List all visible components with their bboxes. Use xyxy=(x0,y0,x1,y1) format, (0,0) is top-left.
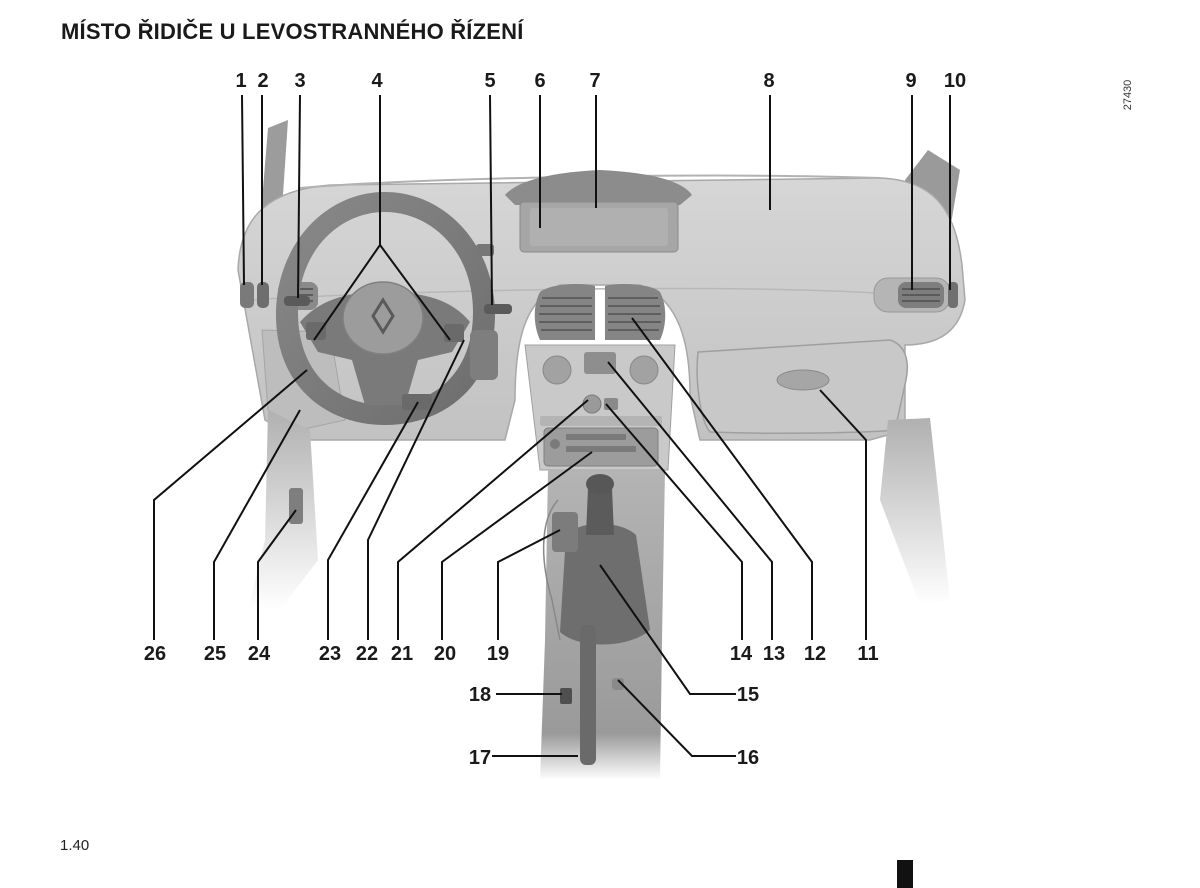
brand-logo-icon xyxy=(371,297,395,335)
callout-22: 22 xyxy=(356,643,378,665)
callout-lines xyxy=(153,94,951,757)
left-side-vent xyxy=(240,282,254,308)
heating-knob-right xyxy=(629,355,659,385)
storage-box xyxy=(552,512,578,552)
callout-6: 6 xyxy=(534,70,545,92)
callout-14: 14 xyxy=(730,643,753,665)
callout-18: 18 xyxy=(469,684,491,706)
left-wheel-buttons xyxy=(306,322,326,340)
callout-24: 24 xyxy=(248,643,271,665)
callout-15: 15 xyxy=(737,684,759,706)
steering-wheel xyxy=(276,192,495,425)
console-socket xyxy=(612,678,624,690)
gear-knob xyxy=(586,474,614,494)
glove-box-handle xyxy=(776,369,830,391)
callout-9: 9 xyxy=(905,70,916,92)
right-wheel-buttons xyxy=(444,324,464,342)
passenger-side-trim xyxy=(880,418,950,605)
heating-knob-left xyxy=(542,355,572,385)
callout-8: 8 xyxy=(763,70,774,92)
instrument-hood xyxy=(505,170,692,205)
callout-17: 17 xyxy=(469,747,491,769)
callout-10: 10 xyxy=(944,70,966,92)
driver-side-trim xyxy=(248,410,318,610)
console-switch xyxy=(582,394,602,414)
callout-13: 13 xyxy=(763,643,785,665)
callout-4: 4 xyxy=(371,70,383,92)
callout-19: 19 xyxy=(487,643,509,665)
page-edge-marker xyxy=(897,860,913,888)
left-stalk xyxy=(284,296,310,306)
callout-20: 20 xyxy=(434,643,456,665)
bonnet-release xyxy=(289,488,303,524)
callout-7: 7 xyxy=(589,70,600,92)
callout-25: 25 xyxy=(204,643,226,665)
callout-1: 1 xyxy=(235,70,246,92)
callout-numbers: 1 2 3 4 5 6 7 8 9 10 11 12 13 14 15 16 1… xyxy=(144,70,966,769)
center-vent-left xyxy=(534,284,595,340)
page-title: MÍSTO ŘIDIČE U LEVOSTRANNÉHO ŘÍZENÍ xyxy=(61,19,524,44)
callout-23: 23 xyxy=(319,643,341,665)
left-vent-control xyxy=(257,282,269,308)
hazard-switch xyxy=(584,352,616,374)
airbag-cover xyxy=(342,281,424,355)
callout-5: 5 xyxy=(484,70,495,92)
ignition-shroud xyxy=(470,330,498,380)
callout-12: 12 xyxy=(804,643,826,665)
callout-16: 16 xyxy=(737,747,759,769)
callout-3: 3 xyxy=(294,70,305,92)
right-stalk xyxy=(484,304,512,314)
gear-gaiter xyxy=(560,523,650,645)
page-number: 1.40 xyxy=(60,837,90,854)
handbrake-lever xyxy=(580,625,596,765)
callout-2: 2 xyxy=(257,70,268,92)
center-vent-right xyxy=(605,284,666,340)
callout-26: 26 xyxy=(144,643,166,665)
callout-21: 21 xyxy=(391,643,413,665)
callout-11: 11 xyxy=(857,643,878,665)
switch-panel xyxy=(560,688,572,704)
